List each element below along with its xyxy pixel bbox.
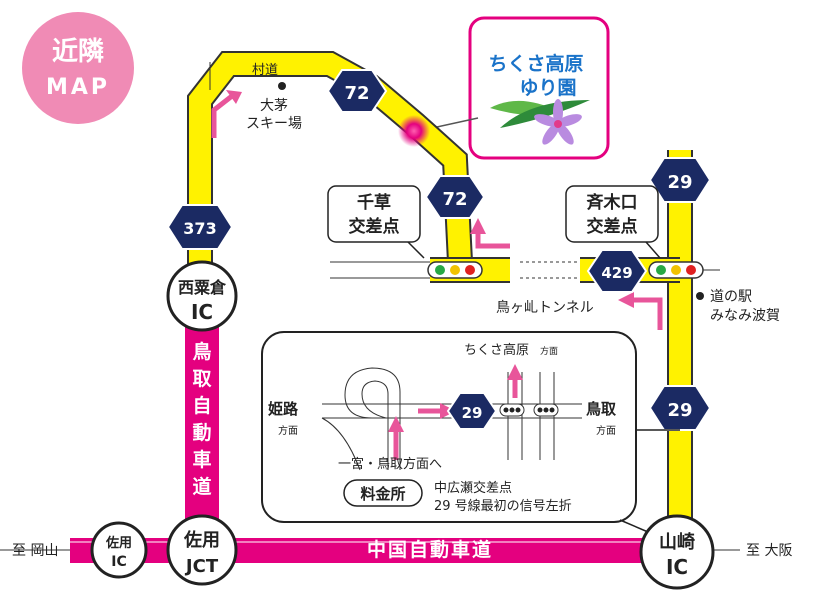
- inset-signal-1: [499, 403, 525, 417]
- lily-icon: [490, 99, 590, 145]
- route-29-shield-top: 29: [648, 157, 712, 203]
- michinoeki-label-1: 道の駅: [710, 289, 752, 305]
- inset-note-2: 29 号線最初の信号左折: [434, 498, 572, 514]
- arrow-up-right: [211, 94, 234, 138]
- svg-text:373: 373: [183, 219, 216, 238]
- sayo-ic: 佐用 IC: [90, 521, 148, 579]
- inset-chikusa-dir: ちくさ高原: [464, 342, 529, 358]
- chikusa-intersection-callout: 千草 交差点: [327, 185, 425, 259]
- arrow-from-29: [632, 297, 663, 330]
- badge-subtitle: MAP: [46, 75, 110, 100]
- interchange-inset: 29 姫路 方面 鳥取 方面 ちくさ高原 方面 一宮・鳥取方面へ 料金所 中広瀬…: [261, 331, 680, 533]
- daibo-label-1: 大茅: [260, 98, 288, 114]
- svg-text:西粟倉: 西粟倉: [178, 278, 227, 297]
- inset-himeji-dir: 方面: [278, 424, 298, 437]
- svg-text:29: 29: [462, 404, 483, 422]
- traffic-light-chikusa: [427, 261, 483, 279]
- tottori-expressway: [185, 325, 219, 539]
- inset-tottori-dir: 方面: [596, 424, 616, 437]
- inset-himeji: 姫路: [268, 400, 299, 418]
- svg-text:交差点: 交差点: [587, 216, 638, 237]
- svg-text:鳥: 鳥: [192, 340, 211, 363]
- route-72-shield-top: 72: [326, 69, 388, 113]
- inset-ichinomiya: 一宮・鳥取方面へ: [338, 456, 442, 472]
- svg-text:佐用: 佐用: [105, 535, 132, 551]
- svg-text:料金所: 料金所: [360, 485, 405, 503]
- svg-text:JCT: JCT: [184, 556, 219, 577]
- inset-note-1: 中広瀬交差点: [434, 480, 512, 496]
- route-373-shield: 373: [166, 204, 234, 250]
- saikiguchi-intersection-callout: 斉木口 交差点: [565, 185, 661, 259]
- svg-text:自: 自: [192, 394, 211, 417]
- nishiawakura-ic: 西粟倉 IC: [166, 260, 238, 332]
- logo-line1: ちくさ高原: [488, 52, 583, 75]
- svg-text:IC: IC: [111, 554, 126, 570]
- route-429-shield: 429: [586, 249, 648, 293]
- yamasaki-ic: 山崎 IC: [639, 514, 715, 590]
- michinoeki-dot: [696, 292, 704, 300]
- destination-marker: [398, 115, 430, 147]
- nearby-map-badge: 近隣 MAP: [22, 12, 134, 124]
- logo-line2: ゆり園: [519, 77, 576, 99]
- ski-area-dot: [278, 82, 286, 90]
- svg-text:取: 取: [192, 368, 211, 390]
- inset-signal-2: [533, 403, 559, 417]
- village-road-label: 村道: [252, 63, 278, 78]
- chugoku-expressway-label: 中国自動車道: [367, 538, 493, 561]
- to-osaka-label: 至 大阪: [746, 543, 792, 559]
- svg-text:72: 72: [344, 83, 369, 104]
- route-29-shield-bottom: 29: [648, 385, 712, 431]
- route-29-shield-inset: 29: [446, 392, 498, 430]
- arrow-to-chikusa: [475, 232, 510, 249]
- svg-text:429: 429: [601, 264, 632, 282]
- svg-text:山崎: 山崎: [659, 531, 695, 553]
- svg-text:道: 道: [192, 475, 211, 498]
- svg-text:斉木口: 斉木口: [587, 192, 638, 213]
- svg-text:千草: 千草: [357, 193, 391, 213]
- tollgate-label: 料金所: [343, 479, 423, 507]
- badge-title: 近隣: [52, 37, 104, 67]
- svg-text:佐用: 佐用: [183, 529, 220, 551]
- svg-text:車: 車: [192, 448, 211, 471]
- to-okayama-label: 至 岡山: [12, 543, 58, 559]
- daibo-label-2: スキー場: [246, 116, 302, 132]
- svg-text:動: 動: [192, 422, 211, 444]
- svg-text:29: 29: [667, 172, 692, 193]
- svg-text:IC: IC: [191, 300, 213, 324]
- svg-text:29: 29: [667, 400, 692, 421]
- yuri-garden-logo: ちくさ高原 ゆり園: [468, 16, 610, 160]
- svg-text:交差点: 交差点: [349, 216, 400, 237]
- traffic-light-saikiguchi: [648, 261, 704, 279]
- sayo-jct: 佐用 JCT: [166, 514, 238, 586]
- tunnel-label: 鳥ヶ乢トンネル: [496, 300, 594, 316]
- inset-tottori: 鳥取: [586, 400, 617, 418]
- svg-text:IC: IC: [666, 555, 688, 579]
- tottori-expressway-label: 鳥 取 自 動 車 道: [192, 340, 211, 498]
- svg-text:72: 72: [442, 189, 467, 210]
- inset-chikusa-dir-suffix: 方面: [540, 345, 558, 357]
- route-72-shield-mid: 72: [424, 175, 486, 219]
- michinoeki-label-2: みなみ波賀: [710, 308, 780, 324]
